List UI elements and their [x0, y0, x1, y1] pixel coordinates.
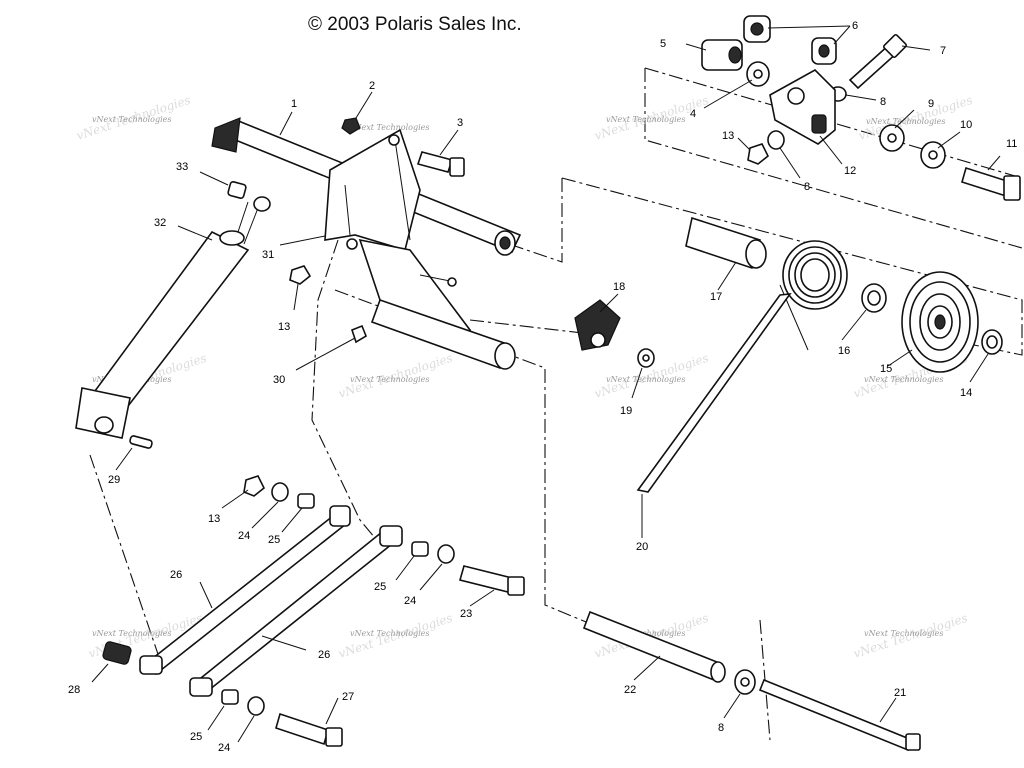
callout: 18 — [613, 281, 625, 293]
bracket-tube — [370, 274, 516, 370]
callout: 31 — [262, 249, 274, 261]
callout: 11 — [1006, 138, 1017, 150]
watermark-text: vNext Technologies — [866, 117, 945, 126]
leader-lines — [91, 25, 1001, 743]
callout: 2 — [369, 80, 375, 92]
callout: 13 — [208, 513, 220, 525]
callout: 20 — [636, 541, 648, 553]
callout: 13 — [278, 321, 290, 333]
callout: 27 — [342, 691, 354, 703]
callout: 1 — [291, 98, 297, 110]
callout: 13 — [722, 130, 734, 142]
callout: 3 — [457, 117, 463, 129]
callout: 4 — [690, 108, 696, 120]
shock-absorber — [75, 196, 271, 439]
watermark-layer: vNext Technologies vNext Technologies vN… — [75, 93, 975, 661]
right-assembly — [574, 216, 1003, 493]
callout: 8 — [804, 181, 810, 193]
callout: 24 — [218, 742, 230, 754]
callout: 21 — [894, 687, 906, 699]
callout: 6 — [852, 20, 858, 32]
callout: 25 — [374, 581, 386, 593]
watermark-text: vNext Technologies — [350, 629, 429, 638]
callout-labels: 1 2 3 4 5 6 7 8 8 8 9 10 11 12 13 13 13 … — [68, 20, 1017, 754]
watermark-text: vNext Technologies — [864, 375, 943, 384]
callout: 17 — [710, 291, 722, 303]
callout: 25 — [190, 731, 202, 743]
watermark-text: vNext Technologies — [350, 123, 429, 132]
watermark-text: vNext Technologies — [92, 115, 171, 124]
callout: 5 — [660, 38, 666, 50]
watermark-labels: vNext Technologies vNext Technologies vN… — [92, 115, 945, 638]
watermark-text: vNext Technologies — [350, 375, 429, 384]
watermark-text: vNext Technologies — [606, 115, 685, 124]
callout: 16 — [838, 345, 850, 357]
callout: 15 — [880, 363, 892, 375]
control-rods — [139, 505, 403, 697]
callout: 24 — [238, 530, 250, 542]
callout: 23 — [460, 608, 472, 620]
callout: 26 — [170, 569, 182, 581]
lower-right-shafts — [582, 610, 921, 752]
callout: 7 — [940, 45, 946, 57]
pivot-bracket — [324, 128, 472, 346]
callout: 32 — [154, 217, 166, 229]
callout: 28 — [68, 684, 80, 696]
callout: 14 — [960, 387, 972, 399]
callout: 26 — [318, 649, 330, 661]
callout: 33 — [176, 161, 188, 173]
upper-right-hardware — [701, 15, 1021, 201]
callout: 30 — [273, 374, 285, 386]
callout: 22 — [624, 684, 636, 696]
watermark-text: vNext Technologies — [92, 629, 171, 638]
watermark-text: vNext Technologies — [606, 375, 685, 384]
callout: 25 — [268, 534, 280, 546]
callout: 9 — [928, 98, 934, 110]
callout: 29 — [108, 474, 120, 486]
copyright-notice: © 2003 Polaris Sales Inc. — [308, 14, 522, 35]
callout: 10 — [960, 119, 972, 131]
callout: 12 — [844, 165, 856, 177]
callout: 19 — [620, 405, 632, 417]
hardware — [102, 117, 525, 747]
watermark-text: vNext Technologies — [864, 629, 943, 638]
callout: 8 — [718, 722, 724, 734]
callout: 8 — [880, 96, 886, 108]
callout: 24 — [404, 595, 416, 607]
